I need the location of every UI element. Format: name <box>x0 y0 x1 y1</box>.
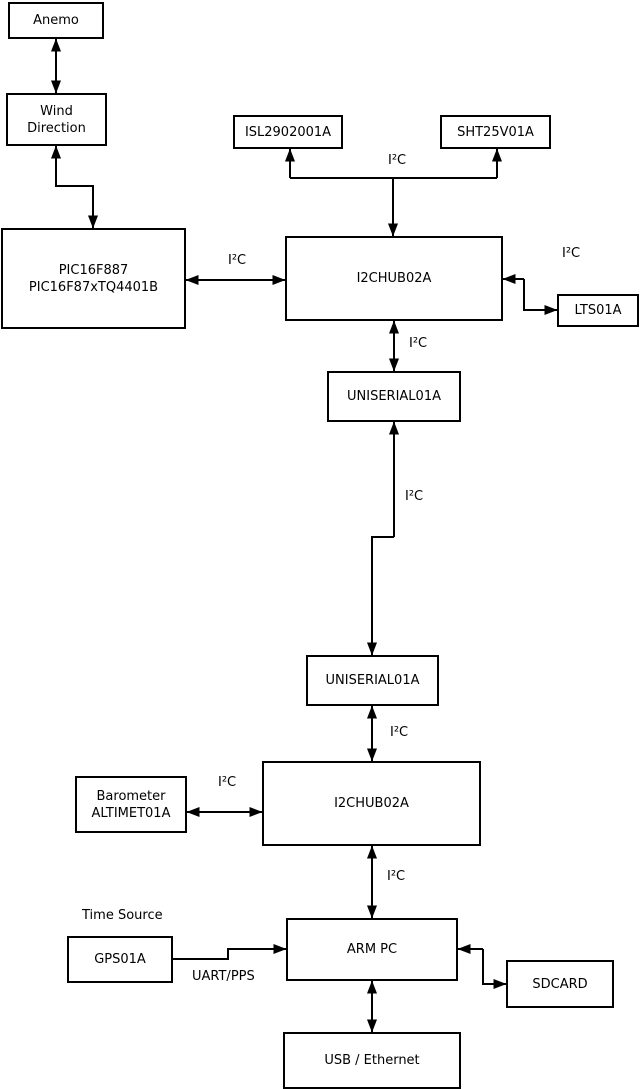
edge-gps-armpc <box>173 944 287 960</box>
edge-label-i2c-hub1-lts: I²C <box>562 246 581 261</box>
node-label: UNISERIAL01A <box>347 389 441 404</box>
edge-label-i2c-uniserial2-hub2: I²C <box>390 725 409 740</box>
node-label: Barometer ALTIMET01A <box>91 788 171 821</box>
edge-label-i2c-pic-hub1: I²C <box>228 253 247 268</box>
node-anemometer: Anemo <box>8 2 104 39</box>
node-label: PIC16F887 PIC16F87xTQ4401B <box>28 262 159 295</box>
node-label: USB / Ethernet <box>324 1053 420 1068</box>
edge-winddirection-pic <box>51 145 98 229</box>
edge-uniserial2-link <box>367 536 394 656</box>
edge-label-i2c-hub1-uniserial1: I²C <box>409 336 428 351</box>
node-barometer: Barometer ALTIMET01A <box>75 776 187 833</box>
node-sdcard: SDCARD <box>506 960 614 1008</box>
edge-armpc-sdcard-b <box>482 949 507 989</box>
node-gps: GPS01A <box>67 936 173 983</box>
node-sht-humidity-sensor: SHT25V01A <box>440 115 551 149</box>
node-i2c-hub-1: I2CHUB02A <box>285 236 503 321</box>
node-label: ARM PC <box>346 942 398 957</box>
node-arm-pc: ARM PC <box>286 918 458 981</box>
edge-label-i2c-fan: I²C <box>388 153 407 168</box>
node-i2c-hub-2: I2CHUB02A <box>262 761 481 846</box>
node-label: SHT25V01A <box>457 124 534 140</box>
edge-label-uart-pps: UART/PPS <box>192 969 255 984</box>
edge-label-i2c-long-link: I²C <box>405 489 424 504</box>
node-isl-light-sensor: ISL2902001A <box>233 115 343 149</box>
node-label: Wind Direction <box>27 103 86 136</box>
node-uniserial-2: UNISERIAL01A <box>306 655 439 706</box>
node-lts-temperature-sensor: LTS01A <box>557 294 639 327</box>
node-label: I2CHUB02A <box>356 271 432 286</box>
node-label: I2CHUB02A <box>334 796 409 811</box>
node-wind-direction: Wind Direction <box>6 93 107 146</box>
node-label: ISL2902001A <box>244 124 332 140</box>
edge-hub1-lts-b <box>523 279 558 315</box>
node-label: UNISERIAL01A <box>325 673 420 688</box>
node-label: GPS01A <box>94 952 146 967</box>
node-uniserial-1: UNISERIAL01A <box>327 371 461 422</box>
node-label: LTS01A <box>574 303 622 318</box>
edge-label-time-source: Time Source <box>82 908 163 923</box>
node-usb-ethernet: USB / Ethernet <box>283 1032 461 1089</box>
edge-label-i2c-hub2-armpc: I²C <box>387 869 406 884</box>
node-label: Anemo <box>33 13 79 28</box>
node-pic-microcontroller: PIC16F887 PIC16F87xTQ4401B <box>1 228 186 329</box>
node-label: SDCARD <box>532 976 588 992</box>
edge-label-i2c-barometer-hub2: I²C <box>218 775 237 790</box>
